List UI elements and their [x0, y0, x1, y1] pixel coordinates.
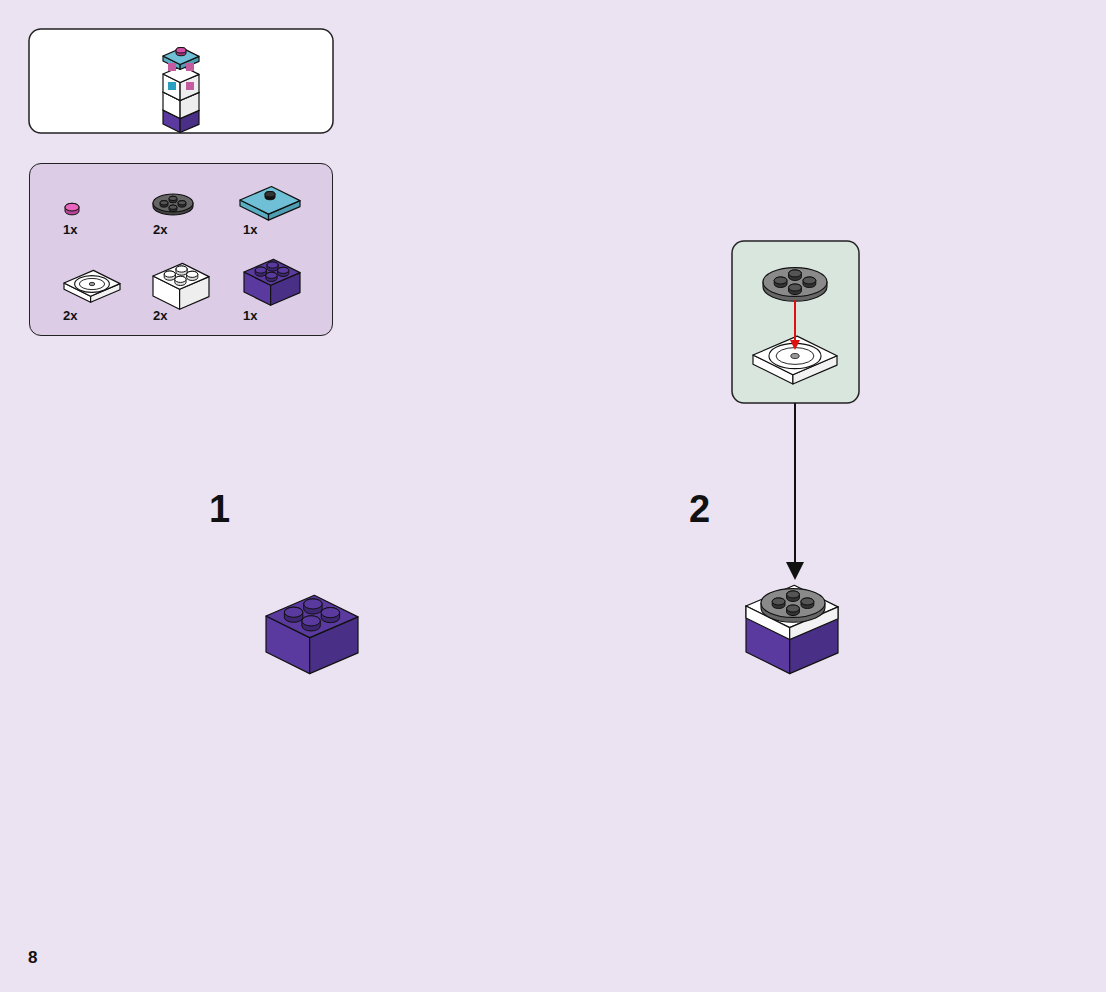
- stud-top: [265, 192, 275, 198]
- stud-top: [772, 598, 785, 605]
- stud: [789, 270, 802, 281]
- stud-top: [278, 267, 289, 273]
- stud-top: [302, 616, 320, 626]
- brick-top: [153, 263, 209, 289]
- stud: [176, 266, 187, 275]
- stud: [321, 608, 339, 623]
- stud: [178, 201, 186, 208]
- stud: [267, 262, 278, 271]
- stud: [801, 598, 814, 609]
- stud-top: [304, 599, 322, 609]
- stud: [787, 605, 800, 616]
- print-detail: [186, 82, 194, 90]
- page-number: 8: [28, 949, 37, 966]
- stud: [169, 205, 177, 212]
- stud-top: [774, 277, 787, 284]
- round-plate-top: [763, 268, 827, 297]
- stud-top: [787, 591, 800, 598]
- stud-top: [169, 205, 177, 209]
- part-quantity: 2x: [63, 309, 77, 322]
- stud-top: [787, 605, 800, 612]
- print-detail: [186, 63, 194, 71]
- stud: [284, 607, 302, 622]
- stud-top: [176, 266, 187, 272]
- stud: [160, 201, 168, 208]
- callout-box: [732, 241, 859, 403]
- stud: [176, 48, 186, 56]
- brick-top: [240, 187, 300, 215]
- assembly-arrowhead: [786, 562, 804, 580]
- stud-top: [266, 272, 277, 278]
- brick-top: [753, 336, 837, 375]
- assembly-arrow: [794, 403, 796, 566]
- stud: [803, 277, 816, 288]
- brick-top: [64, 270, 120, 296]
- stud: [164, 271, 175, 280]
- callout-arrowhead: [790, 340, 800, 350]
- stud-top: [284, 607, 302, 617]
- stud-top: [176, 48, 186, 54]
- stud: [255, 267, 266, 276]
- step-number: 1: [209, 490, 230, 528]
- stud-top: [169, 196, 177, 200]
- stud-top: [65, 203, 79, 211]
- stud-top: [178, 201, 186, 205]
- brick-top: [266, 595, 358, 637]
- stud-top: [803, 277, 816, 284]
- stud: [772, 598, 785, 609]
- parts-panel-fill: [29, 163, 333, 336]
- turntable-ring: [776, 348, 814, 365]
- stud-top: [187, 271, 198, 277]
- turntable-ring: [79, 278, 104, 289]
- turntable-pin: [89, 282, 95, 285]
- stud-top: [321, 608, 339, 618]
- stud-top: [175, 276, 186, 282]
- stud-top: [267, 262, 278, 268]
- stud: [787, 591, 800, 602]
- round-plate-top: [153, 194, 193, 212]
- part-quantity: 1x: [63, 223, 77, 236]
- stud: [302, 616, 320, 631]
- stud: [774, 277, 787, 288]
- stud: [65, 203, 79, 215]
- stud-top: [801, 598, 814, 605]
- brick-top: [163, 48, 199, 65]
- turntable-ring: [75, 276, 110, 293]
- callout-arrow: [794, 300, 796, 345]
- part-quantity: 1x: [243, 309, 257, 322]
- stud-top: [160, 201, 168, 205]
- stud: [169, 196, 177, 203]
- stud: [175, 276, 186, 285]
- part-quantity: 2x: [153, 223, 167, 236]
- stud: [789, 284, 802, 295]
- stud-top: [789, 284, 802, 291]
- part-quantity: 1x: [243, 223, 257, 236]
- part-quantity: 2x: [153, 309, 167, 322]
- print-detail: [168, 82, 176, 90]
- submodel-box: [29, 29, 333, 133]
- print-detail: [168, 63, 176, 71]
- stud: [278, 267, 289, 276]
- brick-top: [244, 259, 300, 285]
- stud: [187, 271, 198, 280]
- stud: [304, 599, 322, 614]
- round-plate-top: [761, 589, 825, 618]
- parts-list-panel: 1x 2x 1x 2x 2x 1x: [29, 163, 333, 336]
- stud-top: [164, 271, 175, 277]
- stud: [265, 192, 275, 200]
- stud-top: [789, 270, 802, 277]
- stud-top: [255, 267, 266, 273]
- step-number: 2: [689, 490, 710, 528]
- stud: [266, 272, 277, 281]
- turntable-pin: [791, 353, 799, 358]
